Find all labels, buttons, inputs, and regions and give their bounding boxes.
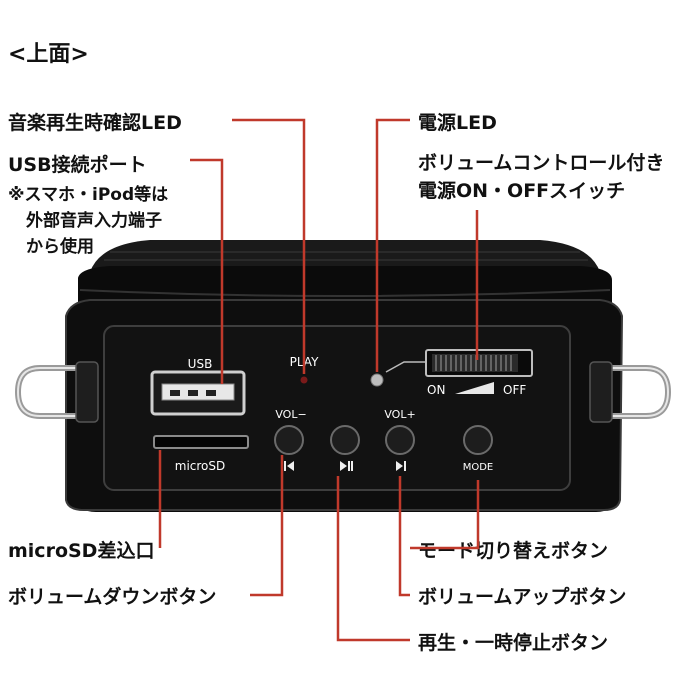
device-body: [78, 266, 612, 512]
label-microsd-slot: microSD差込口: [8, 540, 155, 562]
label-usb-note-1: ※スマホ・iPod等は: [8, 185, 169, 205]
volume-power-switch[interactable]: [425, 349, 533, 377]
off-text: OFF: [503, 383, 526, 397]
label-volume-switch-2: 電源ON・OFFスイッチ: [418, 180, 626, 202]
label-vol-up: ボリュームアップボタン: [418, 586, 627, 608]
volume-ramp-icon: [455, 382, 494, 394]
vol-up-button[interactable]: [385, 425, 415, 455]
right-strap-clip: [600, 365, 672, 419]
label-volume-switch-1: ボリュームコントロール付き: [418, 152, 665, 174]
prev-track-icon: [284, 461, 294, 471]
on-text: ON: [427, 383, 445, 397]
leader-play-pause: [336, 476, 410, 642]
play-led: [300, 376, 308, 384]
vol-minus-text: VOL−: [275, 408, 306, 421]
next-track-icon: [396, 461, 406, 471]
label-play-pause: 再生・一時停止ボタン: [418, 632, 609, 654]
microsd-text: microSD: [175, 459, 226, 473]
label-usb-port: USB接続ポート: [8, 154, 147, 176]
leader-vol-up: [398, 476, 410, 597]
power-led: [370, 373, 384, 387]
microsd-slot[interactable]: [153, 435, 249, 449]
play-pause-icon: [340, 461, 353, 471]
leader-usb-port: [190, 158, 224, 384]
page-title: <上面>: [8, 42, 89, 67]
leader-vol-down: [250, 455, 284, 597]
usb-text: USB: [188, 357, 213, 371]
play-text: PLAY: [290, 355, 319, 369]
control-panel: [103, 325, 571, 491]
left-strap-clip: [14, 365, 88, 419]
mode-text: MODE: [463, 462, 494, 473]
vol-down-button[interactable]: [274, 425, 304, 455]
vol-plus-text: VOL+: [384, 408, 415, 421]
leader-power-led: [375, 118, 410, 372]
label-vol-down: ボリュームダウンボタン: [8, 586, 217, 608]
mode-button[interactable]: [463, 425, 493, 455]
label-power-led: 電源LED: [418, 112, 497, 134]
play-pause-button[interactable]: [330, 425, 360, 455]
speaker-grille-top: [90, 240, 600, 272]
usb-port[interactable]: [150, 370, 246, 416]
label-mode-button: モード切り替えボタン: [418, 540, 609, 562]
leader-play-led: [232, 118, 306, 374]
label-usb-note-2: 外部音声入力端子: [26, 211, 162, 231]
label-play-led: 音楽再生時確認LED: [8, 112, 182, 134]
label-usb-note-3: から使用: [26, 237, 94, 257]
